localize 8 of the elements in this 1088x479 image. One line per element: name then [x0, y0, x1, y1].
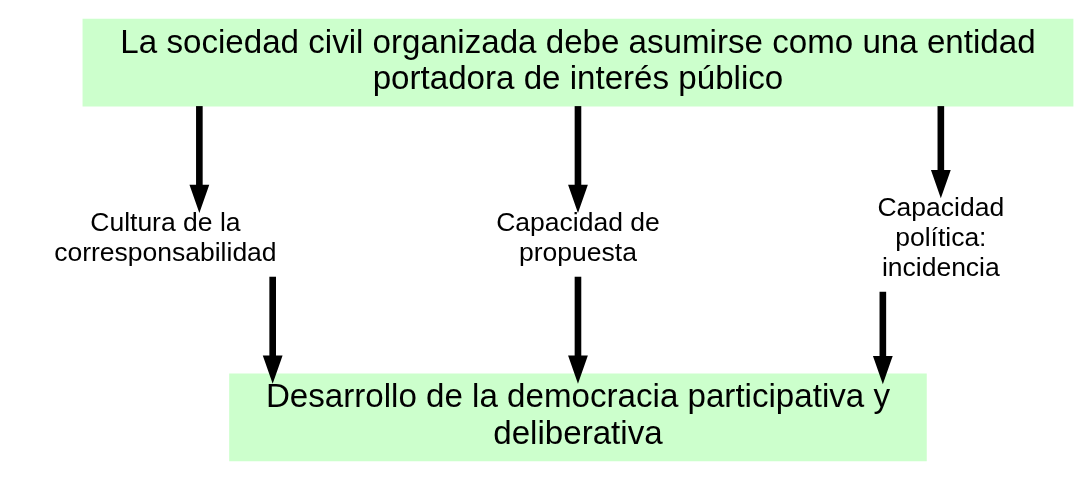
arrow	[930, 105, 951, 198]
arrow	[568, 105, 588, 213]
node-box: Desarrollo de la democracia participativa y deliberativa	[229, 372, 927, 461]
node-text: Cultura de la corresponsabilidad	[54, 206, 277, 267]
node-text: Capacidad política: incidencia	[877, 191, 1005, 282]
node-text: Capacidad de propuesta	[496, 206, 660, 267]
node-box: La sociedad civil organizada debe asumirse como una entidad portadora de interés público	[82, 18, 1074, 107]
arrow	[189, 105, 210, 213]
